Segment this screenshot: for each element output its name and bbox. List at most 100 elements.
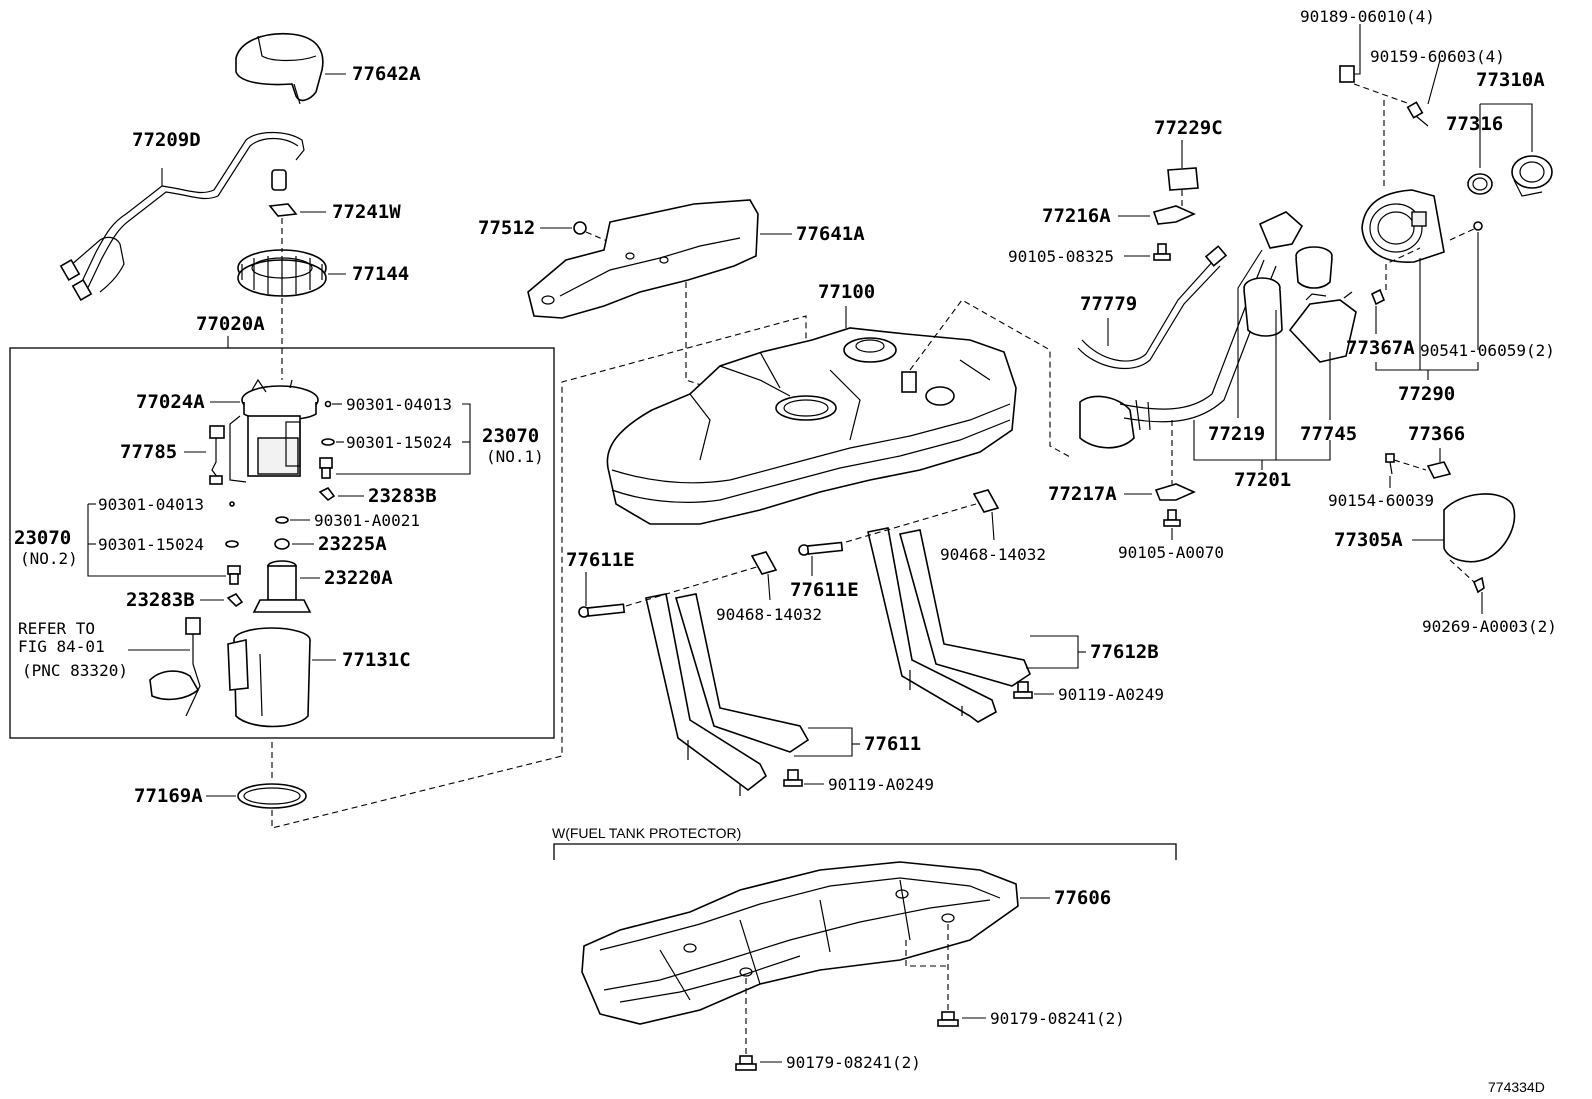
- clamp-bolt-part-b: [1163, 509, 1181, 527]
- label-no2: (NO.2): [20, 549, 78, 568]
- band-bolt-right-part: [798, 541, 844, 556]
- label-77785: 77785: [120, 441, 177, 463]
- cap-gasket-part: [1467, 173, 1493, 195]
- label-23220A: 23220A: [324, 567, 393, 589]
- refer-text-1: REFER TO: [18, 619, 95, 638]
- filler-pipe-part: [1079, 211, 1304, 449]
- label-77216A: 77216A: [1042, 205, 1111, 227]
- filler-housing-part: [1361, 189, 1445, 263]
- label-77366: 77366: [1408, 423, 1465, 445]
- door-screw-part: [1385, 453, 1395, 475]
- label-23283B-b: 23283B: [126, 589, 195, 611]
- label-77290: 77290: [1398, 383, 1455, 405]
- fuel-pump-cover-part: [235, 32, 324, 105]
- o-ring-part-b: [225, 540, 239, 548]
- label-90301-04013-b: 90301-04013: [98, 495, 204, 514]
- label-77020A: 77020A: [196, 313, 265, 335]
- label-77217A: 77217A: [1048, 483, 1117, 505]
- label-90301-A0021: 90301-A0021: [314, 511, 420, 530]
- breather-hose-part: [1077, 245, 1228, 370]
- label-77209D: 77209D: [132, 129, 201, 151]
- figure-id: 774334D: [1488, 1079, 1545, 1095]
- band-bolt-part-a: [1013, 681, 1033, 699]
- label-23225A: 23225A: [318, 533, 387, 555]
- band-clip-left-part: [750, 551, 778, 575]
- clamp-bolt-part: [1153, 243, 1171, 261]
- screw-part: [1406, 101, 1429, 127]
- fuel-tube-part: [59, 131, 305, 302]
- screw-part-b: [1473, 221, 1483, 231]
- label-77611E-a: 77611E: [566, 549, 635, 571]
- label-77611: 77611: [864, 733, 921, 755]
- hose-clamp-part: [1154, 483, 1196, 501]
- label-77144: 77144: [352, 263, 409, 285]
- fuel-pump-part: [252, 560, 312, 613]
- nut-clip-part: [1339, 65, 1355, 83]
- label-77229C: 77229C: [1154, 117, 1223, 139]
- label-23070-no1: 23070: [482, 425, 539, 447]
- label-90468-14032-b: 90468-14032: [716, 605, 822, 624]
- label-77641A: 77641A: [796, 223, 865, 245]
- breather-clamp-part: [1152, 205, 1196, 225]
- label-77745: 77745: [1300, 423, 1357, 445]
- label-77100: 77100: [818, 281, 875, 303]
- label-90154-60039: 90154-60039: [1328, 491, 1434, 510]
- label-77024A: 77024A: [136, 391, 205, 413]
- fuel-cap-part: [1511, 155, 1553, 197]
- o-ring-part: [321, 438, 335, 446]
- door-spring-part: [1426, 461, 1452, 479]
- label-90105-A0070: 90105-A0070: [1118, 543, 1224, 562]
- label-77611E-b: 77611E: [790, 579, 859, 601]
- gasket-part: [237, 783, 307, 809]
- label-90105-08325: 90105-08325: [1008, 247, 1114, 266]
- protector-header: W(FUEL TANK PROTECTOR): [552, 825, 741, 841]
- label-77606: 77606: [1054, 887, 1111, 909]
- label-90301-15024-a: 90301-15024: [346, 433, 452, 452]
- o-ring-small-part: [324, 400, 332, 408]
- label-77305A: 77305A: [1334, 529, 1403, 551]
- label-no1: (NO.1): [486, 447, 544, 466]
- fuel-tank-protector-part: [581, 861, 1019, 1025]
- protector-bolt-part-a: [937, 1011, 959, 1027]
- tank-band-left-part: [645, 593, 810, 796]
- clip-part-b: [226, 592, 244, 608]
- label-90179-08241-b: 90179-08241(2): [786, 1053, 921, 1072]
- label-90189-06010: 90189-06010(4): [1300, 7, 1435, 26]
- fuel-filler-door-part: [1443, 493, 1516, 563]
- door-clip-part: [1472, 576, 1485, 594]
- label-23070-no2: 23070: [14, 527, 71, 549]
- label-77241W: 77241W: [332, 201, 401, 223]
- pressure-regulator-part-b: [227, 565, 241, 585]
- label-90301-15024-b: 90301-15024: [98, 535, 204, 554]
- label-77201: 77201: [1234, 469, 1291, 491]
- pressure-regulator-part: [319, 457, 333, 479]
- pump-assembly-group-box: [9, 347, 555, 739]
- clip-part-a: [318, 486, 336, 502]
- refer-text-3: (PNC 83320): [22, 661, 128, 680]
- o-ring-part-c: [275, 516, 289, 524]
- label-23283B-a: 23283B: [368, 485, 437, 507]
- sender-gauge-wire-part: [209, 425, 225, 485]
- label-77367A: 77367A: [1346, 337, 1415, 359]
- protector-bolt-part-b: [735, 1055, 757, 1071]
- label-77779: 77779: [1080, 293, 1137, 315]
- fuel-pump-bracket-part: [229, 378, 319, 483]
- label-90119-A0249-b: 90119-A0249: [828, 775, 934, 794]
- o-ring-small-part-b: [229, 501, 235, 507]
- label-90541-06059: 90541-06059(2): [1420, 341, 1555, 360]
- heat-insulator-part: [527, 199, 759, 319]
- label-77512: 77512: [478, 217, 535, 239]
- label-90119-A0249-a: 90119-A0249: [1058, 685, 1164, 704]
- label-77316: 77316: [1446, 113, 1503, 135]
- label-90179-08241-a: 90179-08241(2): [990, 1009, 1125, 1028]
- label-77131C: 77131C: [342, 649, 411, 671]
- label-77310A: 77310A: [1476, 69, 1545, 91]
- label-90159-60603: 90159-60603(4): [1370, 47, 1505, 66]
- band-bolt-part-b: [783, 769, 803, 787]
- band-bolt-left-part: [578, 603, 626, 618]
- filler-neck-part: [1243, 246, 1333, 337]
- fuel-tank-part: [606, 327, 1017, 525]
- retainer-clip-part: [268, 203, 298, 217]
- fuel-suction-cup-part: [227, 627, 311, 728]
